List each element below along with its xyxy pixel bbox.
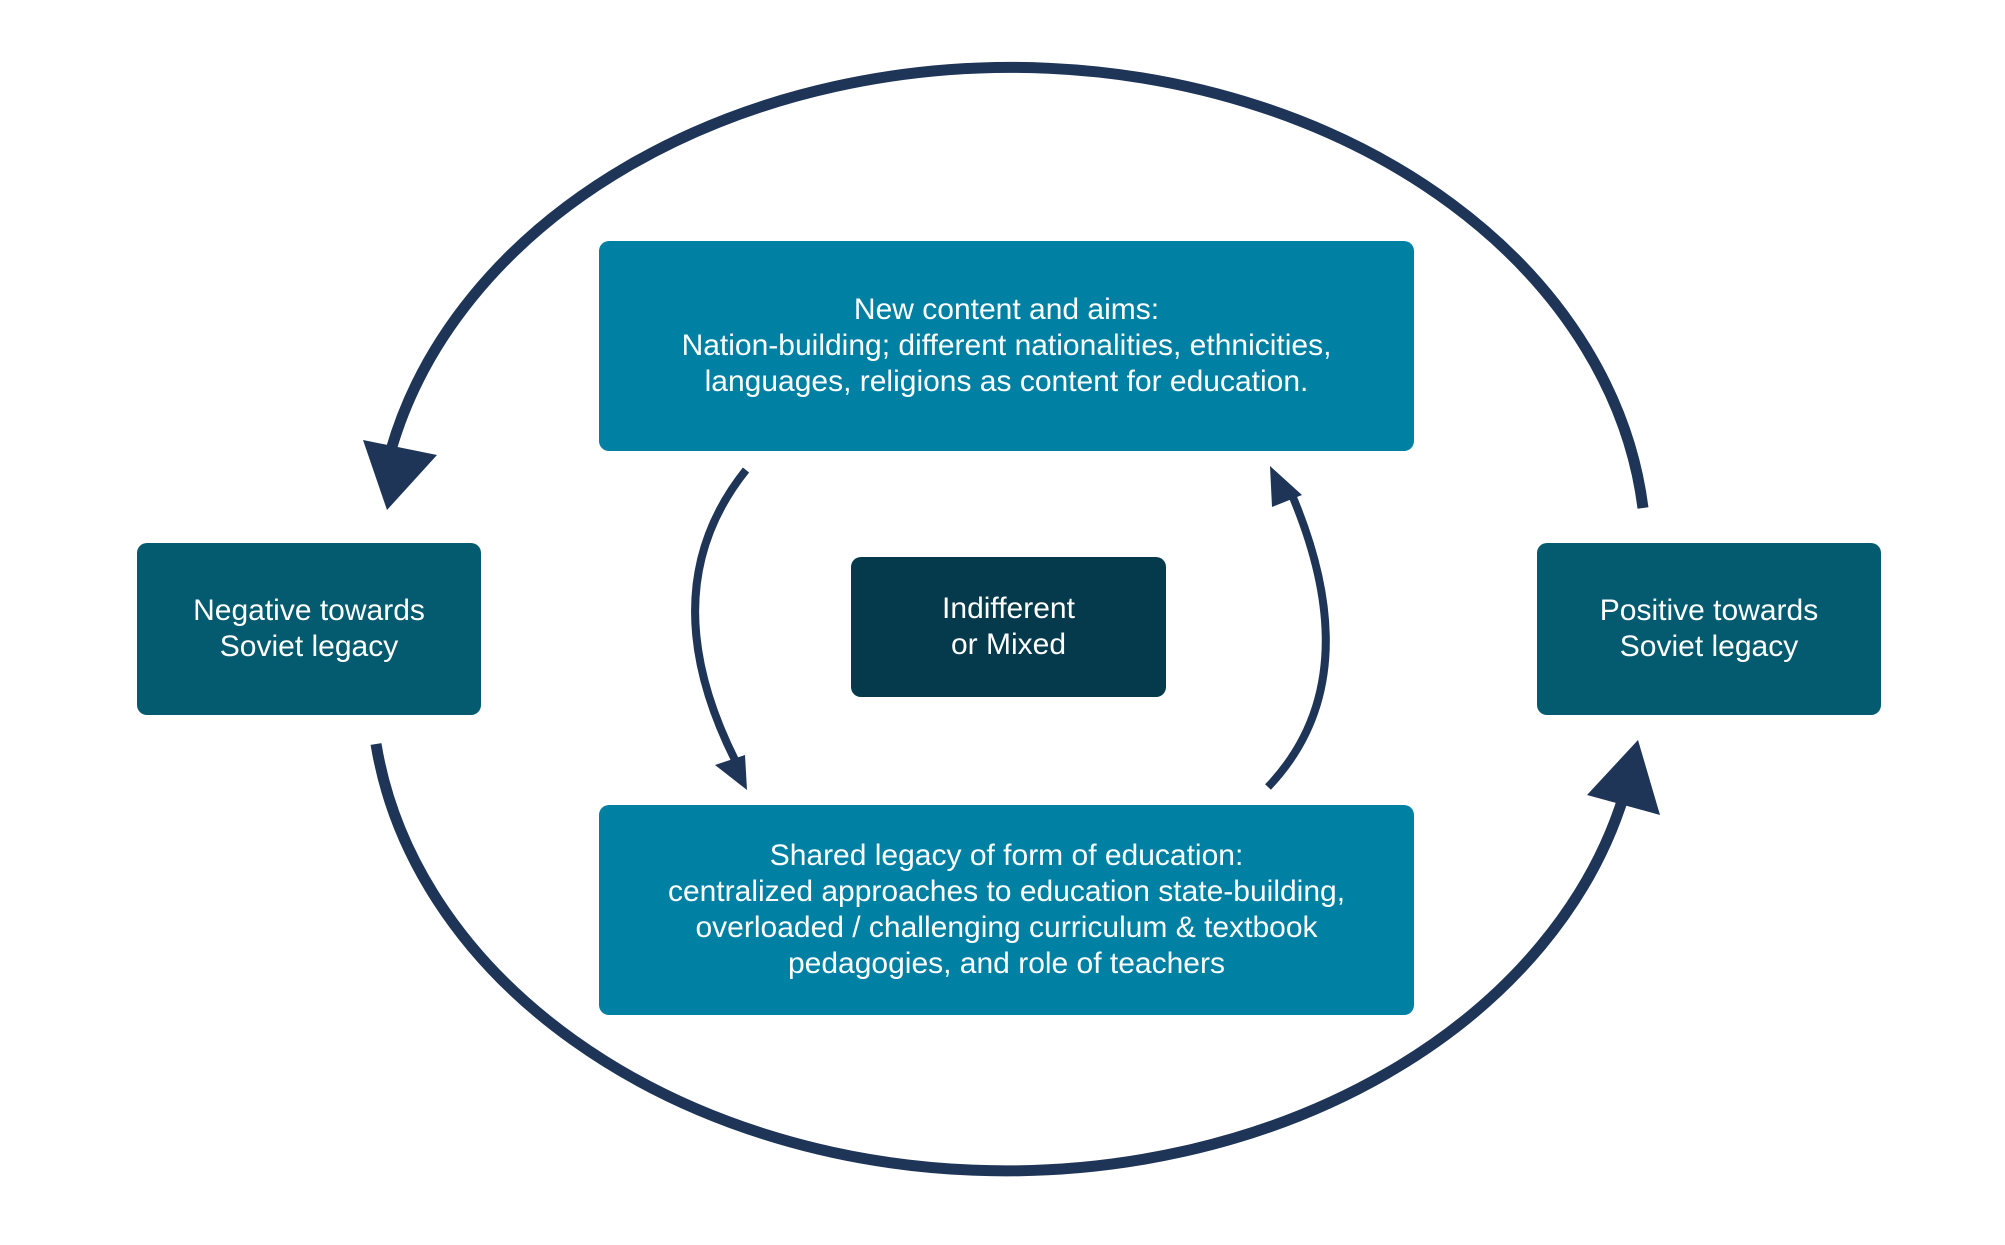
shared-legacy-line-2: centralized approaches to education stat…: [667, 875, 1346, 908]
inner-arrowhead-down: [715, 755, 747, 790]
shared-legacy-line-4: pedagogies, and role of teachers: [788, 947, 1225, 980]
new-content-box: New content and aims: Nation-building; d…: [599, 241, 1414, 451]
new-content-line-1: New content and aims:: [853, 293, 1160, 326]
negative-line-2: Soviet legacy: [219, 630, 399, 663]
outer-arc-bottom: [370, 743, 1630, 1177]
shared-legacy-box: Shared legacy of form of education: cent…: [599, 805, 1414, 1015]
indifferent-line-1: Indifferent: [942, 592, 1075, 625]
indifferent-mixed-box: Indifferent or Mixed: [851, 557, 1166, 697]
outer-arrowhead-right: [1587, 740, 1660, 815]
indifferent-line-2: or Mixed: [950, 628, 1067, 661]
positive-line-1: Positive towards: [1599, 594, 1819, 627]
shared-legacy-line-1: Shared legacy of form of education:: [769, 839, 1244, 872]
negative-line-1: Negative towards: [193, 594, 425, 627]
inner-arrowhead-up: [1270, 466, 1302, 507]
new-content-line-3: languages, religions as content for educ…: [704, 365, 1309, 398]
negative-attitude-box: Negative towards Soviet legacy: [137, 543, 481, 715]
inner-arc-left: [691, 467, 750, 762]
positive-line-2: Soviet legacy: [1619, 630, 1799, 663]
outer-arc-top: [385, 61, 1649, 509]
shared-legacy-line-3: overloaded / challenging curriculum & te…: [695, 911, 1318, 944]
outer-arrowhead-left: [363, 440, 437, 510]
inner-arc-right: [1265, 493, 1330, 790]
positive-attitude-box: Positive towards Soviet legacy: [1537, 543, 1881, 715]
new-content-line-2: Nation-building; different nationalities…: [681, 329, 1332, 362]
